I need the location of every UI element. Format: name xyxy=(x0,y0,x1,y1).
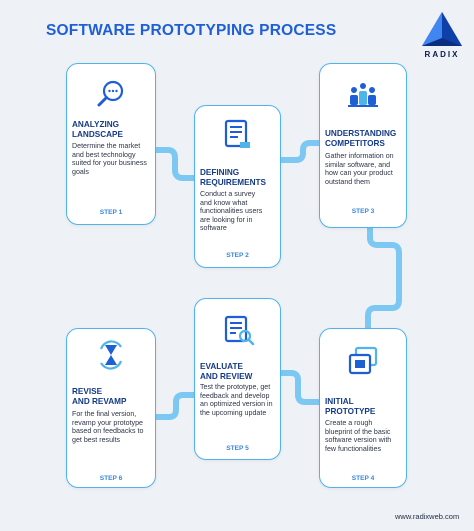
magnifier-search-icon xyxy=(97,80,124,107)
competitors-group-icon xyxy=(348,83,378,107)
review-checklist-icon xyxy=(224,315,255,346)
step-label: STEP 6 xyxy=(99,475,123,482)
radix-logo xyxy=(422,12,462,46)
document-requirements-icon xyxy=(224,119,250,148)
hourglass-cycle-icon xyxy=(99,340,123,370)
step-description: For the final version,revamp your protot… xyxy=(72,410,144,444)
step-label: STEP 4 xyxy=(351,475,375,482)
step-label: STEP 5 xyxy=(226,445,249,452)
step-label: STEP 1 xyxy=(99,209,123,216)
logo-text: RADIX xyxy=(424,50,460,59)
step-label: STEP 2 xyxy=(226,252,249,259)
page-title: SOFTWARE PROTOTYPING PROCESS xyxy=(46,22,337,39)
footer-url[interactable]: www.radixweb.com xyxy=(395,512,460,521)
step-label: STEP 3 xyxy=(351,208,375,215)
prototype-windows-icon xyxy=(348,346,378,375)
